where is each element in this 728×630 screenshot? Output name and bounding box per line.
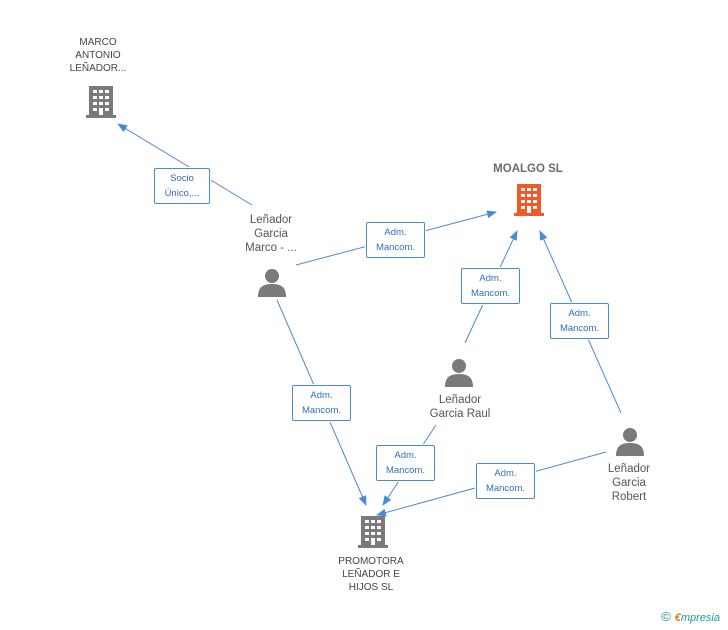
person-icon (616, 428, 644, 456)
edge-socio (117, 123, 253, 206)
edge-label-marco-moalgo[interactable]: Adm. Mancom. (366, 222, 425, 258)
node-label-marco-person[interactable]: Leñador Garcia Marco - ... (245, 214, 297, 254)
person-icon (445, 359, 473, 387)
node-label-promotora[interactable]: PROMOTORA LEÑADOR E HIJOS SL (338, 556, 404, 593)
node-label-raul[interactable]: Leñador Garcia Raul (429, 394, 491, 420)
edge-label-robert-moalgo[interactable]: Adm. Mancom. (550, 303, 609, 339)
edge-label-robert-promotora[interactable]: Adm. Mancom. (476, 463, 535, 499)
node-label-moalgo[interactable]: MOALGO SL (493, 163, 563, 175)
node-label-marco-antonio[interactable]: MARCO ANTONIO LEÑADOR... (69, 37, 127, 74)
edge-label-raul-promotora[interactable]: Adm. Mancom. (376, 445, 435, 481)
building-icon (514, 184, 544, 216)
person-icon (258, 269, 286, 297)
edge-label-socio[interactable]: Socio Único,... (154, 168, 210, 204)
node-label-robert[interactable]: Leñador Garcia Robert (607, 463, 651, 503)
edge-label-marco-promotora[interactable]: Adm. Mancom. (292, 385, 351, 421)
empresia-logo: ©€mpresia (661, 609, 720, 624)
building-icon (358, 516, 388, 548)
edge-label-raul-moalgo[interactable]: Adm. Mancom. (461, 268, 520, 304)
copyright-icon: © (661, 609, 671, 624)
brand-initial: € (674, 612, 681, 624)
building-icon (86, 86, 116, 118)
brand-name: mpresia (680, 612, 720, 624)
